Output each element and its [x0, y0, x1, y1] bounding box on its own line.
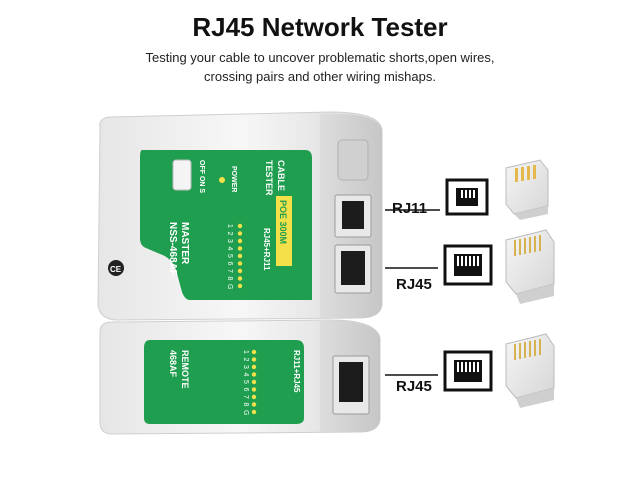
remote-led-number-G: G: [242, 410, 249, 415]
master-unit: CABLE TESTER POWER OFF ON S RJ45+RJ11 MA…: [97, 111, 383, 321]
master-led-number-5: 5: [226, 254, 233, 258]
remote-led-5: [251, 379, 257, 385]
master-led-number-1: 1: [226, 224, 233, 228]
label-model-remote: 468AF: [168, 350, 178, 378]
master-led-G: [237, 283, 243, 289]
remote-led-1: [251, 349, 257, 355]
page-title: RJ45 Network Tester: [192, 12, 448, 42]
rj45-label-1: RJ45: [396, 276, 432, 293]
power-led: [219, 177, 225, 183]
remote-led-7: [251, 394, 257, 400]
master-led-number-8: 8: [226, 277, 233, 281]
page-subtitle: Testing your cable to uncover problemati…: [0, 48, 640, 86]
label-ports-remote: RJ11+RJ45: [292, 350, 301, 393]
label-master: MASTER: [179, 222, 190, 265]
master-led-8: [237, 276, 243, 281]
label-remote: REMOTE: [180, 350, 190, 389]
remote-led-2: [251, 357, 257, 362]
master-badge: [276, 196, 292, 266]
master-led-3: [237, 238, 243, 244]
master-led-number-G: G: [226, 284, 233, 289]
remote-led-number-4: 4: [242, 373, 249, 377]
master-led-number-7: 7: [226, 269, 233, 273]
master-led-number-6: 6: [226, 262, 233, 266]
rj45-plug-image-1: [505, 229, 555, 304]
rj11-port-opening: [342, 201, 364, 229]
subtitle-line-2: crossing pairs and other wiring mishaps.: [204, 69, 436, 84]
remote-led-number-7: 7: [242, 395, 249, 399]
remote-led-number-8: 8: [242, 403, 249, 407]
remote-led-column: 1 2 3 4 5 6 7 8G: [242, 349, 257, 415]
remote-led-number-6: 6: [242, 388, 249, 392]
master-led-1: [237, 223, 243, 229]
master-led-number-2: 2: [226, 232, 233, 236]
rj11-plug-image: [505, 159, 549, 220]
rj45-plug-image-2: [505, 333, 555, 408]
remote-led-number-1: 1: [242, 350, 249, 354]
remote-led-4: [251, 372, 257, 377]
master-led-4: [237, 246, 243, 251]
ce-mark: [108, 260, 124, 276]
rj45-port-master-opening: [341, 251, 365, 285]
master-led-6: [237, 261, 243, 266]
remote-unit: REMOTE 468AF RJ11+RJ45 1 2 3 4 5 6 7 8G: [99, 319, 381, 435]
rj11-label: RJ11: [392, 200, 428, 217]
remote-led-number-3: 3: [242, 365, 249, 369]
label-tester: TESTER: [264, 160, 274, 196]
remote-led-G: [251, 409, 257, 415]
master-led-2: [237, 231, 243, 236]
label-model-master: NSS-468AF: [167, 222, 178, 276]
connector-legend: [385, 159, 555, 408]
remote-led-8: [251, 402, 257, 407]
master-led-5: [237, 253, 243, 259]
label-ports-master: RJ45+RJ11: [262, 228, 271, 271]
rj45-label-2: RJ45: [396, 378, 432, 395]
label-switch: OFF ON S: [198, 160, 205, 193]
remote-green-panel: [144, 340, 304, 424]
remote-led-6: [251, 387, 257, 392]
master-led-number-3: 3: [226, 239, 233, 243]
remote-led-number-5: 5: [242, 380, 249, 384]
master-led-column: 1 2 3 4 5 6 7 8G: [226, 223, 243, 289]
master-led-number-4: 4: [226, 247, 233, 251]
badge-text: POE 300M: [278, 200, 288, 244]
label-power: POWER: [230, 166, 237, 192]
remote-led-number-2: 2: [242, 358, 249, 362]
remote-led-3: [251, 364, 257, 370]
subtitle-line-1: Testing your cable to uncover problemati…: [145, 50, 495, 65]
rj45-port-remote-opening: [339, 362, 363, 402]
master-led-7: [237, 268, 243, 274]
ce-mark-text: CE: [110, 265, 122, 274]
label-cable: CABLE: [276, 160, 286, 191]
power-switch: [172, 159, 192, 191]
